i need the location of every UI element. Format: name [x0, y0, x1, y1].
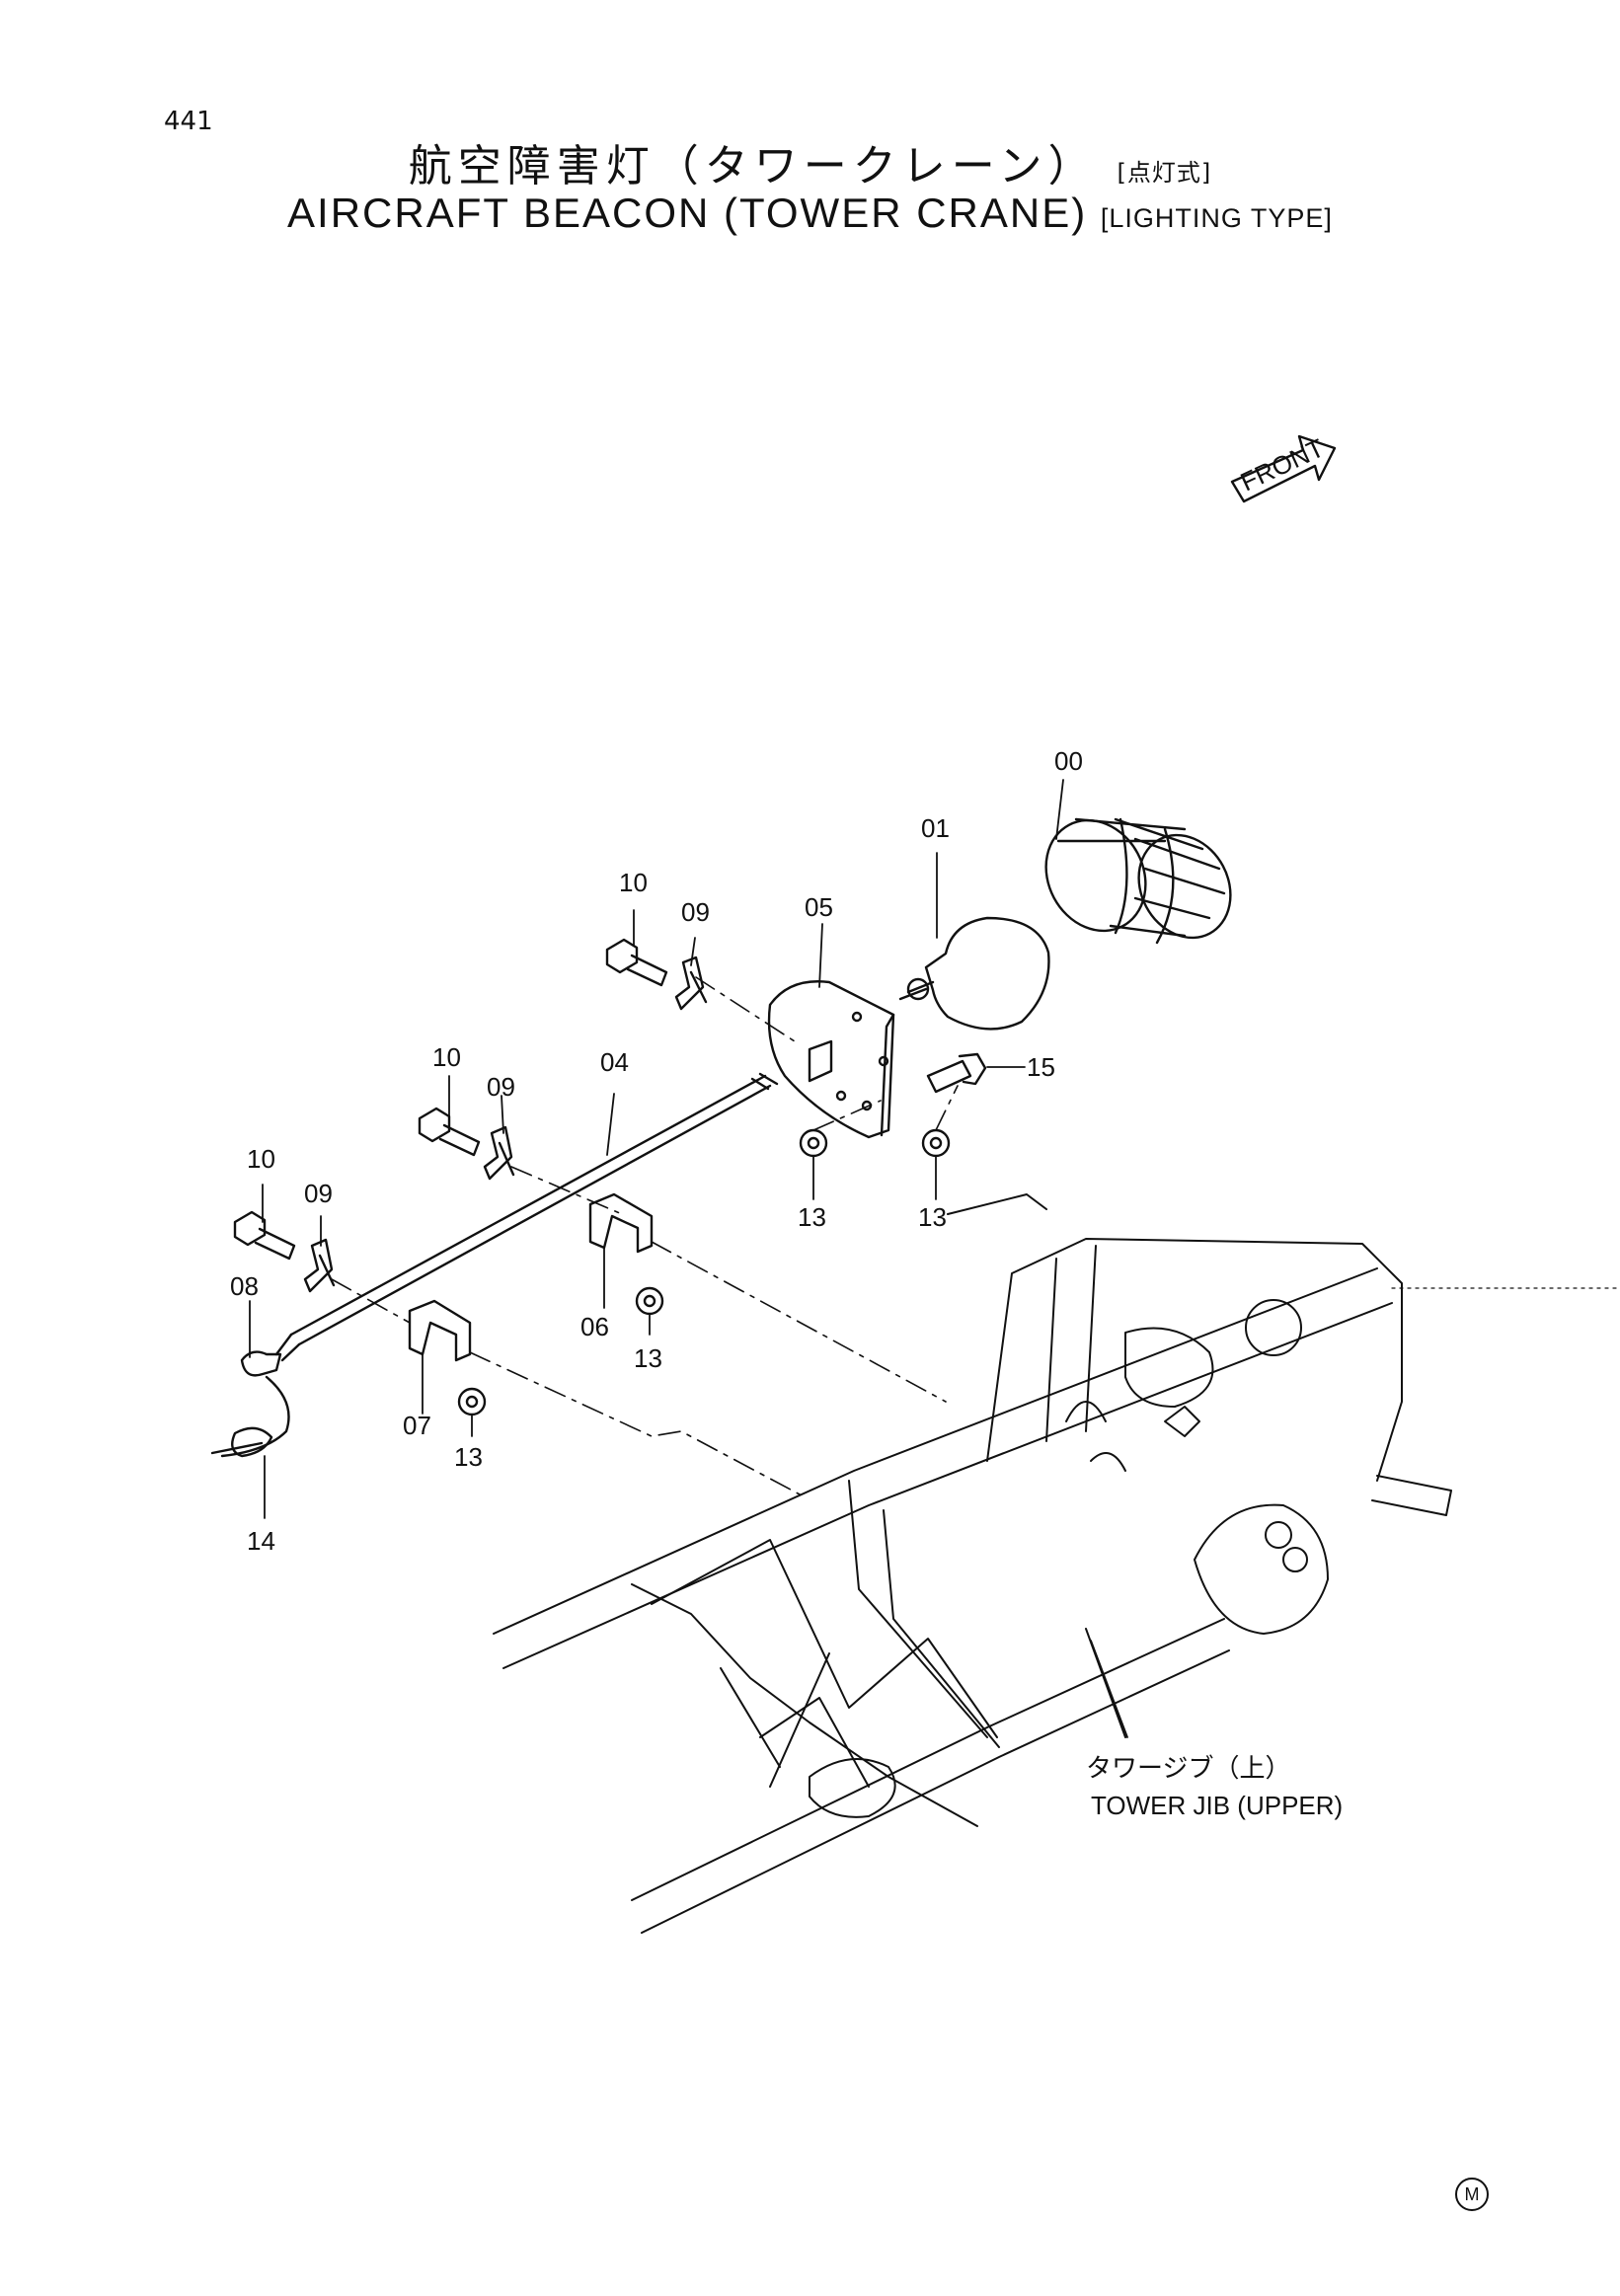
- tower-jib-label-jp: タワージブ（上）: [1086, 1753, 1290, 1783]
- callout-08: 08: [230, 1271, 259, 1301]
- callout-09-upper: 09: [681, 897, 710, 927]
- bolt-15: [926, 1052, 987, 1094]
- callout-09-lower: 09: [304, 1179, 333, 1208]
- nut-13-c: [635, 1286, 664, 1316]
- assembly-lines: [331, 976, 959, 1496]
- title-japanese-main: 航空障害灯（タワークレーン）: [408, 141, 1098, 191]
- callout-13-a: 13: [798, 1202, 826, 1232]
- clip-14: [210, 1426, 273, 1458]
- callout-15: 15: [1027, 1052, 1055, 1082]
- callout-09-middle: 09: [487, 1072, 515, 1102]
- callout-00: 00: [1054, 746, 1083, 776]
- callout-10-upper: 10: [619, 868, 648, 897]
- callout-06: 06: [580, 1312, 609, 1341]
- bolt-10-upper: [605, 938, 668, 987]
- clamp-09-lower: [303, 1238, 336, 1293]
- mounting-plate: [767, 980, 895, 1139]
- title-english: AIRCRAFT BEACON (TOWER CRANE) [LIGHTING …: [0, 190, 1620, 237]
- nut-13-b: [921, 1128, 951, 1158]
- callout-13-c: 13: [634, 1343, 662, 1373]
- callout-01: 01: [921, 813, 950, 843]
- bracket-06: [588, 1192, 654, 1254]
- callout-10-middle: 10: [432, 1042, 461, 1072]
- tower-jib-label-en: TOWER JIB (UPPER): [1091, 1791, 1343, 1820]
- tower-jib: [493, 1193, 1620, 1934]
- bolt-10-middle: [418, 1107, 481, 1157]
- callout-07: 07: [403, 1411, 431, 1440]
- nut-13-a: [799, 1128, 828, 1158]
- m-marker-icon: M: [1455, 2178, 1489, 2211]
- leader-lines: [249, 779, 1128, 1738]
- front-arrow-icon: FRONT: [1230, 432, 1337, 503]
- rod: [274, 1072, 779, 1362]
- title-english-suffix: [LIGHTING TYPE]: [1100, 203, 1333, 233]
- clamp-09-middle: [483, 1125, 515, 1181]
- front-label: FRONT: [1236, 432, 1329, 497]
- bolt-10-lower: [233, 1210, 296, 1261]
- page-number: 441: [164, 107, 213, 136]
- lamp-bulb: [898, 916, 1050, 1031]
- title-japanese: 航空障害灯（タワークレーン） [点灯式]: [0, 130, 1620, 193]
- callout-05: 05: [805, 892, 833, 922]
- title-japanese-suffix: [点灯式]: [1117, 159, 1212, 187]
- callout-13-d: 13: [454, 1442, 483, 1472]
- callout-04: 04: [600, 1047, 629, 1077]
- bracket-07: [408, 1299, 472, 1362]
- callout-14: 14: [247, 1526, 275, 1556]
- clamp-09-upper: [674, 956, 708, 1011]
- title-english-main: AIRCRAFT BEACON (TOWER CRANE): [287, 190, 1088, 236]
- nut-13-d: [457, 1387, 487, 1416]
- beacon-cage: [1044, 817, 1232, 945]
- callout-13-b: 13: [918, 1202, 947, 1232]
- callout-10-lower: 10: [247, 1144, 275, 1174]
